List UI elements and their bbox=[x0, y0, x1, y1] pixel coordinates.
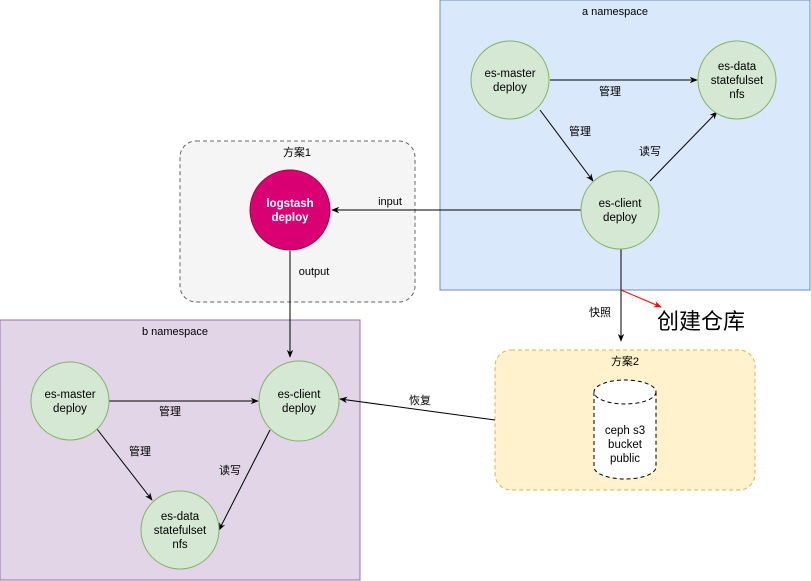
b-es-client-node[interactable]: es-client deploy bbox=[258, 360, 340, 442]
edge-label-b-client-data: 读写 bbox=[219, 463, 241, 477]
edge-label-snapshot: 快照 bbox=[589, 306, 611, 319]
logstash-line2: deploy bbox=[271, 212, 309, 224]
ceph-line1: ceph s3 bbox=[605, 425, 645, 437]
edge-label-input: input bbox=[378, 196, 402, 208]
annotation-arrow bbox=[620, 289, 662, 308]
b-es-data-node[interactable]: es-data statefulset nfs bbox=[140, 490, 220, 570]
edge-label-a-client-data: 读写 bbox=[639, 144, 661, 158]
edge-label-b-master-client: 管理 bbox=[159, 404, 181, 418]
edge-label-a-master-data: 管理 bbox=[599, 84, 621, 98]
a-es-client-node[interactable]: es-client deploy bbox=[580, 170, 660, 250]
b-es-client-line2: deploy bbox=[282, 403, 316, 415]
edge-a-client-to-data: 读写 bbox=[639, 111, 718, 182]
edge-b-master-to-client: 管理 bbox=[109, 397, 259, 418]
b-es-master-line2: deploy bbox=[53, 403, 87, 415]
edge-b-client-to-data: 读写 bbox=[218, 429, 271, 531]
b-es-client-line1: es-client bbox=[278, 389, 322, 401]
plan1-title: 方案1 bbox=[283, 145, 311, 159]
edge-a-master-to-data: 管理 bbox=[550, 76, 698, 98]
ceph-line3: public bbox=[610, 453, 640, 465]
a-es-client-line2: deploy bbox=[603, 212, 637, 224]
a-es-client-line1: es-client bbox=[599, 198, 643, 210]
create-repository-annotation: 创建仓库 bbox=[657, 309, 745, 334]
logstash-node[interactable]: logstash deploy bbox=[249, 169, 331, 251]
edge-restore: 恢复 bbox=[339, 393, 496, 421]
b-es-data-line2: statefulset bbox=[154, 525, 207, 537]
edge-input: input bbox=[331, 196, 581, 214]
b-es-data-line1: es-data bbox=[161, 511, 200, 523]
ceph-line2: bucket bbox=[608, 439, 643, 451]
edge-snapshot: 快照 bbox=[589, 249, 625, 342]
edge-label-output: output bbox=[299, 266, 330, 278]
edge-output: output bbox=[286, 251, 330, 358]
plan2-title: 方案2 bbox=[611, 354, 639, 368]
edge-label-b-master-data: 管理 bbox=[129, 444, 151, 458]
a-es-data-line3: nfs bbox=[729, 89, 745, 101]
edge-label-restore: 恢复 bbox=[409, 393, 431, 407]
b-es-data-line3: nfs bbox=[172, 539, 188, 551]
edge-a-master-to-client: 管理 bbox=[539, 109, 594, 182]
a-namespace-title: a namespace bbox=[582, 6, 648, 18]
ceph-storage-cylinder[interactable]: ceph s3 bucket public bbox=[593, 379, 657, 480]
a-es-data-line2: statefulset bbox=[711, 75, 764, 87]
b-namespace-title: b namespace bbox=[142, 326, 208, 338]
a-es-master-line2: deploy bbox=[493, 82, 527, 94]
logstash-line1: logstash bbox=[266, 198, 313, 210]
a-es-master-node[interactable]: es-master deploy bbox=[470, 40, 550, 120]
a-es-data-node[interactable]: es-data statefulset nfs bbox=[697, 40, 777, 120]
a-es-master-line1: es-master bbox=[484, 68, 535, 80]
edge-label-a-master-client: 管理 bbox=[569, 124, 591, 138]
b-es-master-line1: es-master bbox=[44, 389, 95, 401]
edge-b-master-to-data: 管理 bbox=[96, 428, 153, 501]
b-es-master-node[interactable]: es-master deploy bbox=[30, 361, 110, 441]
a-es-data-line1: es-data bbox=[718, 61, 757, 73]
